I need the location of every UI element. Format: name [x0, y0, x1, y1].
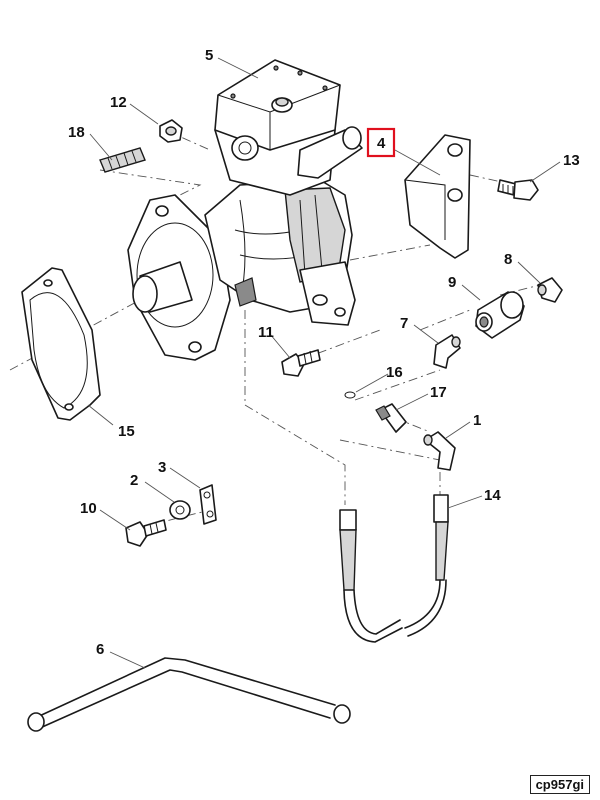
washer-part-2	[169, 500, 191, 520]
callout-11: 11	[258, 324, 274, 341]
bolt-part-11	[281, 349, 321, 377]
nut-part-12	[159, 119, 183, 143]
oring-part-16	[344, 391, 356, 399]
callout-6: 6	[96, 641, 104, 658]
gasket-part-15	[21, 267, 101, 421]
connector-part-17	[375, 403, 407, 433]
leader-lines	[87, 57, 561, 669]
callout-7: 7	[400, 315, 408, 332]
callout-5: 5	[205, 47, 213, 64]
clip-part-3	[199, 484, 217, 525]
callout-13: 13	[563, 152, 580, 169]
elbow-part-1	[423, 431, 456, 471]
callout-10: 10	[80, 500, 97, 517]
callouts: 5 12 18 4 13 8 9 7 11 16 17 1 15 3 2 14 …	[68, 47, 580, 658]
callout-8: 8	[504, 251, 512, 268]
hose-part-14	[339, 494, 449, 643]
callout-15: 15	[118, 423, 135, 440]
stud-part-18	[99, 147, 146, 173]
callout-12: 12	[110, 94, 127, 111]
callout-2: 2	[130, 472, 138, 489]
bracket-part	[404, 134, 471, 259]
bolt-part-13	[497, 179, 539, 201]
callout-18: 18	[68, 124, 85, 141]
elbow-part-7	[433, 334, 461, 369]
callout-1: 1	[473, 412, 481, 429]
callout-16: 16	[386, 364, 403, 381]
callout-17: 17	[430, 384, 447, 401]
callout-9: 9	[448, 274, 456, 291]
elbow-part-8	[537, 277, 563, 303]
callout-3: 3	[158, 459, 166, 476]
bushing-part-9	[475, 291, 525, 339]
reference-code-label: cp957gi	[529, 775, 590, 794]
callout-4: 4	[377, 135, 386, 152]
pipe-part-6	[27, 657, 351, 732]
compressor-part-5	[127, 59, 363, 361]
highlight-box-callout-4	[366, 127, 396, 158]
callout-14: 14	[484, 487, 501, 504]
bolt-part-10	[125, 519, 167, 547]
